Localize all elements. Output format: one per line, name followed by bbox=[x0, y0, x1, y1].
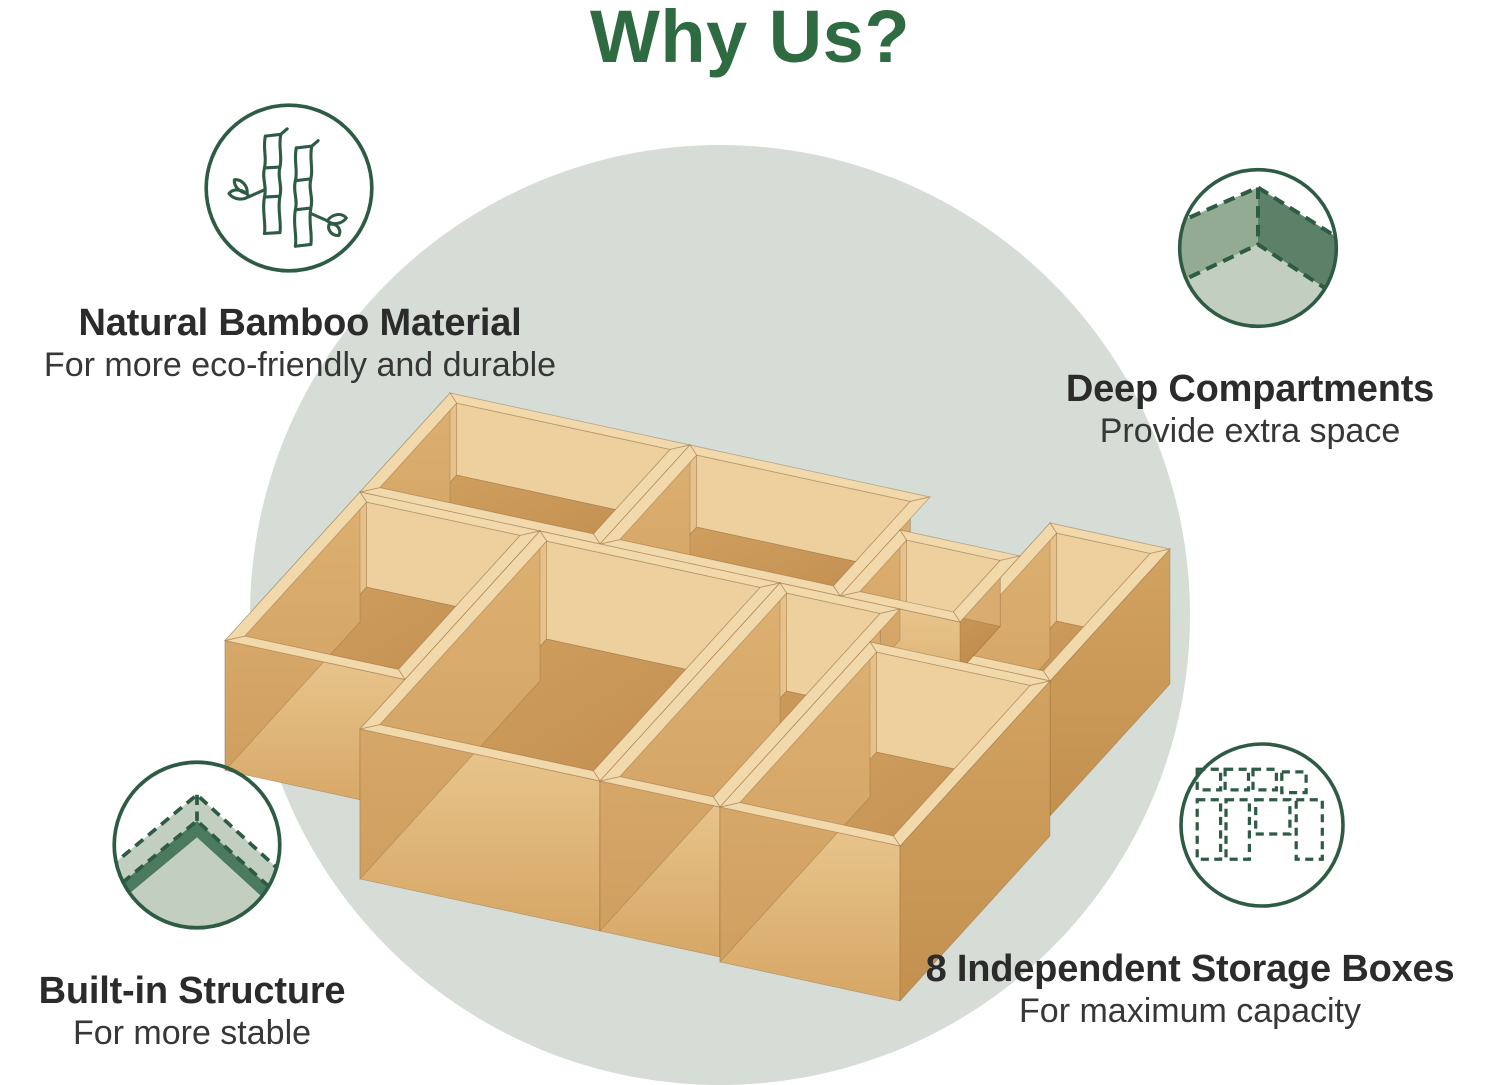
icon-circle bbox=[112, 760, 282, 930]
feature-independent-storage-boxes: 8 Independent Storage Boxes For maximum … bbox=[915, 947, 1465, 1031]
feature-heading: Built-in Structure bbox=[38, 970, 346, 1012]
feature-heading: Deep Compartments bbox=[1065, 368, 1435, 410]
feature-natural-bamboo-material: Natural Bamboo Material For more eco-fri… bbox=[0, 301, 600, 385]
page-title: Why Us? bbox=[589, 0, 911, 78]
dashed-grid-icon bbox=[1179, 742, 1345, 908]
feature-subtext: For maximum capacity bbox=[1019, 992, 1361, 1030]
icon-circle bbox=[1179, 742, 1345, 908]
icon-circle bbox=[1177, 167, 1339, 329]
icon-circle bbox=[204, 103, 374, 273]
feature-subtext: For more eco-friendly and durable bbox=[43, 346, 557, 384]
feature-deep-compartments: Deep Compartments Provide extra space bbox=[1005, 367, 1495, 451]
bamboo-icon bbox=[204, 103, 374, 273]
corner-structure-icon bbox=[112, 760, 282, 930]
feature-built-in-structure: Built-in Structure For more stable bbox=[0, 969, 384, 1053]
feature-heading: 8 Independent Storage Boxes bbox=[925, 948, 1455, 990]
feature-heading: Natural Bamboo Material bbox=[78, 302, 522, 344]
feature-subtext: For more stable bbox=[72, 1014, 312, 1052]
front-right-box bbox=[718, 641, 1052, 1002]
feature-subtext: Provide extra space bbox=[1099, 412, 1401, 450]
deep-compartment-icon bbox=[1177, 167, 1339, 329]
